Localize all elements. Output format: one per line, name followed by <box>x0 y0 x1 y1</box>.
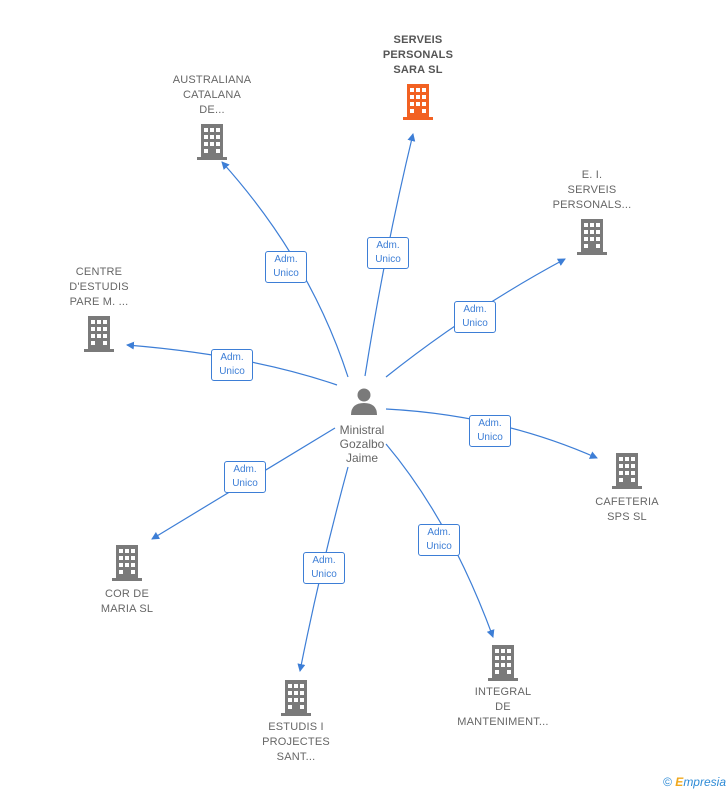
company-integral-de-manteniment[interactable]: INTEGRAL DE MANTENIMENT... <box>448 645 558 730</box>
building-icon <box>84 316 114 352</box>
company-label: INTEGRAL DE MANTENIMENT... <box>457 686 549 728</box>
company-label: SERVEIS PERSONALS SARA SL <box>382 34 454 76</box>
edge-label-ei-serveis-personals[interactable]: Adm. Unico <box>454 301 496 333</box>
edge-label-estudis-i-projectes[interactable]: Adm. Unico <box>303 552 345 584</box>
company-label: CENTRE D'ESTUDIS PARE M. ... <box>69 266 129 308</box>
company-cafeteria-sps[interactable]: CAFETERIA SPS SL <box>572 453 682 525</box>
edge-label-centre-destudis[interactable]: Adm. Unico <box>211 349 253 381</box>
edge-label-australiana-catalana[interactable]: Adm. Unico <box>265 251 307 283</box>
edge-label-cor-de-maria[interactable]: Adm. Unico <box>224 461 266 493</box>
company-centre-destudis[interactable]: CENTRE D'ESTUDIS PARE M. ... <box>44 265 154 352</box>
company-label: COR DE MARIA SL <box>100 588 154 615</box>
company-label: CAFETERIA SPS SL <box>595 496 659 523</box>
company-estudis-i-projectes[interactable]: ESTUDIS I PROJECTES SANT... <box>241 680 351 765</box>
company-australiana-catalana[interactable]: AUSTRALIANA CATALANA DE... <box>157 73 267 160</box>
brand-name: mpresia <box>683 775 726 789</box>
building-icon <box>197 124 227 160</box>
company-cor-de-maria[interactable]: COR DE MARIA SL <box>72 545 182 617</box>
building-icon <box>577 219 607 255</box>
edge-label-cafeteria-sps[interactable]: Adm. Unico <box>469 415 511 447</box>
company-serveis-personals-sara[interactable]: SERVEIS PERSONALS SARA SL <box>363 33 473 120</box>
brand-initial: E <box>675 775 684 789</box>
copyright-symbol: © <box>663 775 672 789</box>
building-icon <box>403 84 433 120</box>
company-label: E. I. SERVEIS PERSONALS... <box>552 169 632 211</box>
person-node[interactable] <box>324 386 404 416</box>
building-icon <box>488 645 518 681</box>
company-label: AUSTRALIANA CATALANA DE... <box>172 74 252 116</box>
company-ei-serveis-personals[interactable]: E. I. SERVEIS PERSONALS... <box>537 168 647 255</box>
building-icon <box>612 453 642 489</box>
empresia-watermark: © Empresia <box>663 775 726 789</box>
person-icon <box>351 388 377 415</box>
building-icon <box>112 545 142 581</box>
person-name: Ministral Gozalbo Jaime <box>339 423 385 465</box>
building-icon <box>281 680 311 716</box>
edge-label-integral-de-manteniment[interactable]: Adm. Unico <box>418 524 460 556</box>
company-label: ESTUDIS I PROJECTES SANT... <box>262 721 330 763</box>
edge-label-serveis-personals-sara[interactable]: Adm. Unico <box>367 237 409 269</box>
